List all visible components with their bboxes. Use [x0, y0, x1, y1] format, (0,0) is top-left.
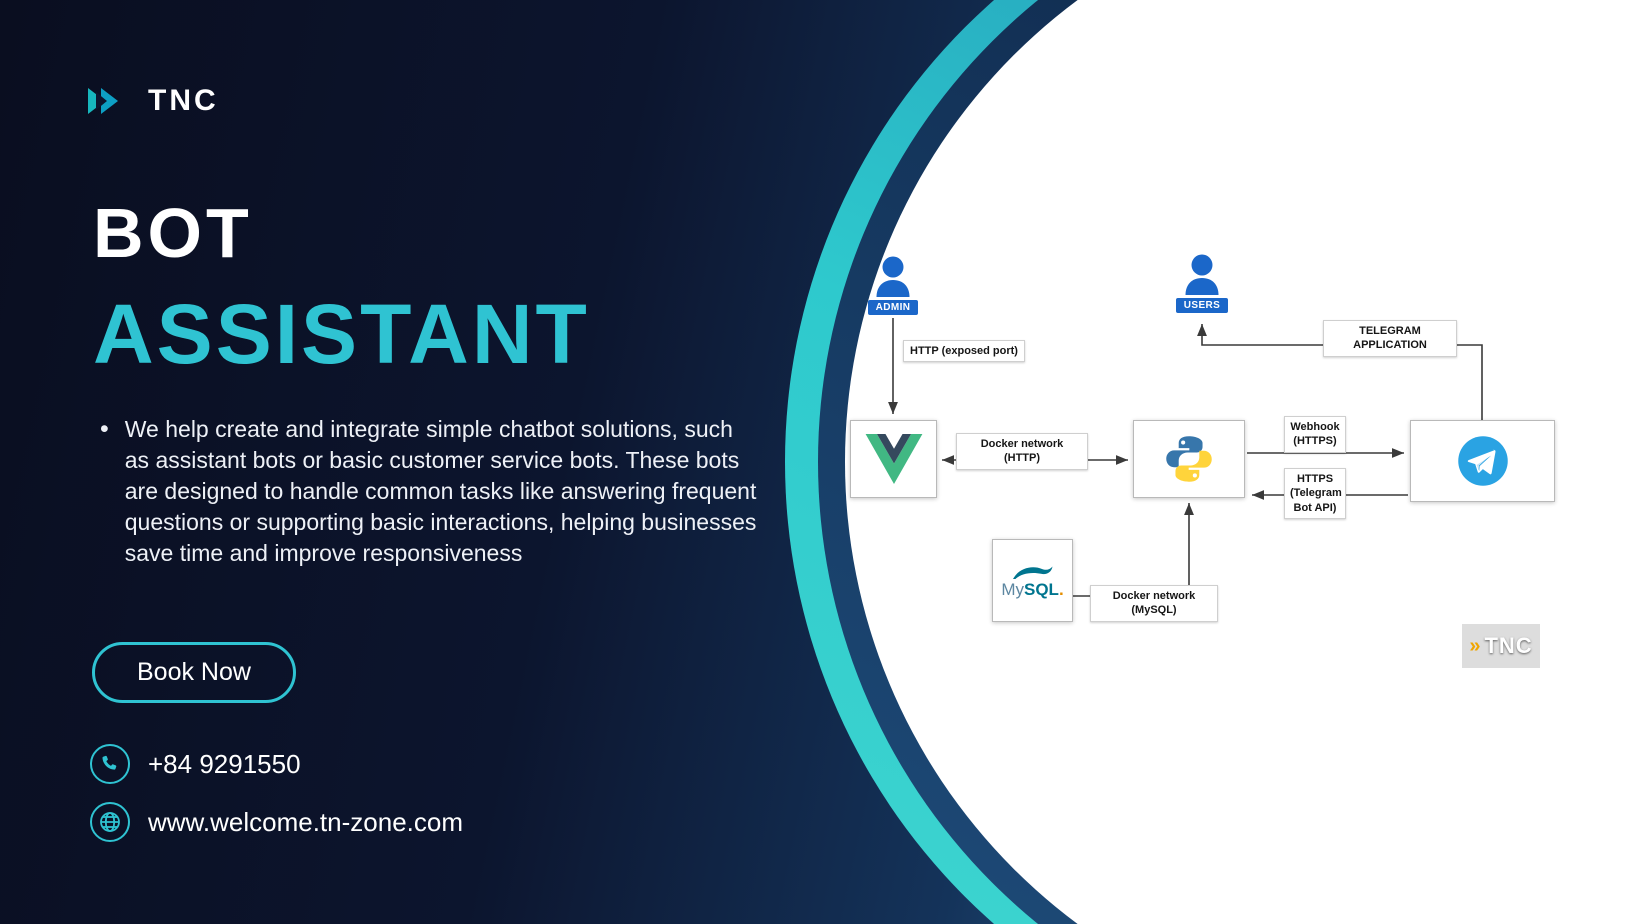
node-telegram: [1410, 420, 1555, 502]
hero-title-line2: ASSISTANT: [93, 287, 590, 381]
tnc-watermark: » TNC: [1462, 624, 1540, 668]
actor-admin: ADMIN: [865, 256, 921, 315]
globe-icon: [90, 802, 130, 842]
mysql-dolphin-icon: [1012, 566, 1052, 579]
vuejs-logo-icon: [865, 434, 922, 484]
label-http-exposed-port: HTTP (exposed port): [903, 340, 1025, 363]
book-now-button[interactable]: Book Now: [92, 642, 296, 703]
watermark-text: TNC: [1484, 633, 1533, 658]
python-logo-icon: [1166, 436, 1212, 482]
label-https-telegram-bot-api: HTTPS (Telegram Bot API): [1284, 468, 1346, 519]
node-python: » TNC: [1133, 420, 1540, 668]
label-telegram-application: TELEGRAM APPLICATION: [1323, 320, 1457, 357]
mysql-logo-text: MySQL.: [1001, 579, 1064, 599]
watermark-arrow-icon: »: [1469, 635, 1481, 657]
admin-person-icon: [876, 256, 910, 297]
bullet-marker: •: [100, 415, 109, 443]
users-person-icon: [1185, 254, 1219, 295]
label-docker-network-mysql: Docker network (MySQL): [1090, 585, 1218, 622]
brand-chevrons-icon: [88, 88, 118, 114]
admin-label: ADMIN: [867, 300, 919, 315]
actor-users: USERS: [1174, 254, 1230, 313]
telegram-logo-icon: [1457, 436, 1508, 486]
phone-number: +84 9291550: [148, 748, 301, 779]
brand-logo: TNC: [88, 84, 219, 118]
label-docker-network-http: Docker network (HTTP): [956, 433, 1088, 470]
phone-icon: [90, 744, 130, 784]
hero-description-text: We help create and integrate simple chat…: [124, 416, 757, 567]
website-url: www.welcome.tn-zone.com: [148, 806, 463, 837]
hero-description: • We help create and integrate simple ch…: [100, 414, 760, 569]
label-webhook-https: Webhook (HTTPS): [1284, 416, 1346, 453]
node-mysql: MySQL.: [992, 539, 1073, 622]
users-label: USERS: [1175, 298, 1229, 313]
architecture-diagram: ADMIN USERS » TNC: [840, 240, 1580, 668]
brand-name: TNC: [148, 84, 219, 117]
phone-contact[interactable]: +84 9291550: [90, 744, 301, 784]
hero-title-line1: BOT: [93, 194, 253, 272]
node-vuejs: [850, 420, 937, 498]
website-contact[interactable]: www.welcome.tn-zone.com: [90, 802, 463, 842]
